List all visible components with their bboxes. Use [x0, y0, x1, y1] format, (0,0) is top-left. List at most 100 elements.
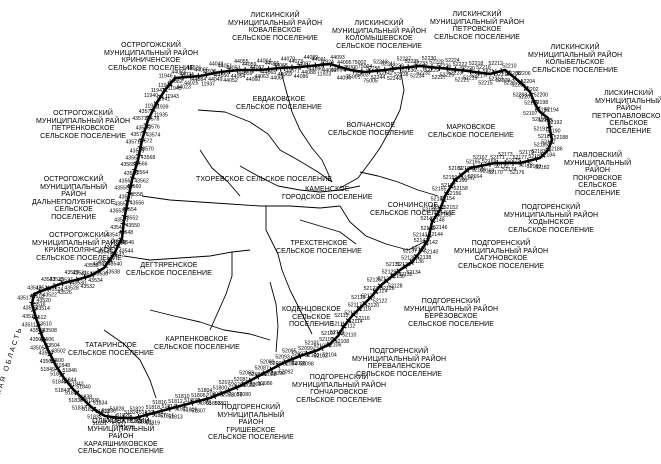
- survey-point-label: 52128: [388, 284, 403, 290]
- boundary-hatch: [255, 373, 260, 380]
- boundary-hatch: [452, 178, 458, 183]
- boundary-hatch: [234, 384, 239, 391]
- boundary-hatch: [124, 199, 131, 202]
- survey-point-label: 52201: [518, 95, 533, 101]
- boundary-hatch: [464, 167, 470, 173]
- label-liski-kolomyshevskoe: ЛИСКИНСКИЙ МУНИЦИПАЛЬНЫЙ РАЙОН КОЛОМЫШЕВ…: [332, 20, 427, 50]
- survey-point-label: 52098: [299, 361, 314, 367]
- survey-point-label: 43535: [84, 263, 99, 269]
- boundary-hatch: [518, 80, 524, 86]
- survey-point-label: 43574: [146, 133, 161, 139]
- survey-point-label: 52113: [334, 313, 348, 319]
- survey-point-label: 51823: [128, 419, 143, 425]
- survey-point-label: 52111: [332, 322, 346, 328]
- boundary-hatch: [97, 267, 102, 274]
- boundary-hatch: [228, 68, 231, 75]
- survey-point-label: 43564: [134, 170, 149, 176]
- survey-point-label: 52158: [454, 186, 469, 192]
- survey-point-label: 52199: [524, 101, 539, 107]
- boundary-hatch: [212, 70, 215, 77]
- boundary-hatch: [523, 85, 529, 91]
- survey-point-label: 52177: [513, 155, 528, 161]
- internal-boundary-7: [339, 205, 429, 251]
- survey-point-label: 52178: [518, 163, 533, 169]
- label-volchanskoe: ВОЛЧАНСКОЕ СЕЛЬСКОЕ ПОСЕЛЕНИЕ: [328, 122, 414, 137]
- survey-point-label: 52235: [405, 59, 420, 65]
- survey-point-label: 44053: [226, 66, 241, 72]
- boundary-hatch: [183, 401, 186, 408]
- survey-point-label: 43522: [43, 292, 58, 298]
- survey-point-label: 44083: [171, 70, 186, 76]
- boundary-hatch: [106, 413, 109, 420]
- survey-point-label: 52230: [422, 56, 437, 62]
- survey-point-label: 11938: [145, 103, 159, 109]
- survey-point-label: 52236: [402, 68, 417, 74]
- boundary-hatch: [227, 387, 231, 394]
- boundary-hatch: [45, 285, 49, 292]
- boundary-hatch: [139, 138, 146, 141]
- survey-point-label: 52115: [344, 310, 358, 316]
- survey-point-label: 75001: [346, 75, 361, 81]
- boundary-hatch: [47, 352, 54, 357]
- boundary-hatch: [160, 407, 163, 414]
- label-ostrog-petrenkovskoe: ОСТРОГОЖСКИЙ МУНИЦИПАЛЬНЫЙ РАЙОН ПЕТРЕНК…: [36, 110, 131, 140]
- boundary-hatch: [391, 65, 394, 72]
- survey-point-label: 52134: [406, 270, 421, 276]
- boundary-hatch: [329, 61, 333, 68]
- survey-point-label: 51833: [87, 415, 102, 421]
- boundary-hatch: [168, 405, 171, 412]
- internal-boundary-8: [123, 249, 251, 261]
- boundary-hatch: [545, 118, 552, 121]
- label-ostrog-krinichenskoe: ОСТРОГОЖСКИЙ МУНИЦИПАЛЬНЫЙ РАЙОН КРИНИЧЕ…: [104, 42, 199, 72]
- internal-boundary-14: [199, 149, 241, 197]
- survey-point-label: 52163: [458, 166, 473, 172]
- survey-point-label: 52171: [490, 155, 505, 161]
- boundary-hatch: [137, 413, 141, 420]
- label-podgorensk-perevalenskoe: ПОДГОРЕНСКИЙ МУНИЦИПАЛЬНЫЙ РАЙОН ПЕРЕВАЛ…: [352, 348, 447, 378]
- survey-point-label: 52232: [416, 70, 431, 76]
- survey-point-label: 43537: [93, 262, 108, 268]
- label-kodentsovskoe: КОДЕНЦОВСКОЕ СЕЛЬСКОЕ ПОСЕЛЕНИЕ: [282, 306, 342, 329]
- boundary-hatch: [167, 81, 173, 87]
- survey-point-label: 52161: [449, 166, 464, 172]
- label-olhovatka-karayashnikovskoe: ОЛЬХОВАТСКИЙ МУНИЦИПАЛЬНЫЙ РАЙОН КАРАЯШН…: [78, 418, 164, 456]
- survey-point-label: 43531: [73, 271, 88, 277]
- survey-point-label: 44086: [294, 74, 309, 80]
- survey-point-label: 52206: [516, 71, 531, 77]
- survey-point-label: 52198: [534, 100, 549, 106]
- survey-point-label: 43558: [128, 192, 143, 198]
- survey-point-labels: 4408244083440234402444025440264408444085…: [17, 55, 568, 431]
- label-liski-kovalevskoe: ЛИСКИНСКИЙ МУНИЦИПАЛЬНЫЙ РАЙОН КОВАЛЁВСК…: [228, 12, 323, 42]
- survey-point-label: 51849: [41, 367, 56, 373]
- survey-point-label: 52148: [430, 218, 445, 224]
- internal-boundary-1: [197, 109, 333, 183]
- boundary-hatch: [377, 283, 383, 289]
- survey-point-label: 43553: [110, 209, 125, 215]
- survey-point-label: 44052: [223, 78, 238, 84]
- survey-point-label: 51815: [160, 414, 175, 420]
- survey-point-label: 44023: [177, 84, 192, 90]
- survey-point-label: 51826: [116, 413, 131, 419]
- boundary-hatch: [153, 101, 160, 106]
- boundary-hatch: [248, 377, 253, 384]
- survey-point-label: 43579: [139, 109, 154, 115]
- survey-point-label: 52255: [366, 66, 381, 72]
- boundary-hatch: [74, 390, 80, 396]
- survey-point-label: 52183: [532, 149, 547, 155]
- survey-point-label: 52084: [250, 382, 265, 388]
- survey-point-label: 43520: [37, 298, 52, 304]
- survey-point-label: 52076: [220, 393, 235, 399]
- boundary-hatch: [305, 350, 309, 357]
- survey-point-label: 75003: [354, 73, 369, 79]
- survey-point-label: 52196: [535, 108, 550, 114]
- survey-point-label: 52192: [548, 120, 563, 126]
- survey-point-label: 43544: [119, 248, 134, 254]
- boundary-hatch: [102, 264, 108, 269]
- survey-point-label: 52226: [437, 63, 452, 69]
- survey-point-label: 43515: [23, 306, 38, 312]
- survey-point-label: 52187: [541, 139, 556, 145]
- survey-point-label: 43509: [30, 328, 45, 334]
- boundary-hatch: [332, 336, 338, 342]
- survey-point-label: 51821: [137, 420, 152, 426]
- survey-point-label: 52239: [389, 64, 404, 70]
